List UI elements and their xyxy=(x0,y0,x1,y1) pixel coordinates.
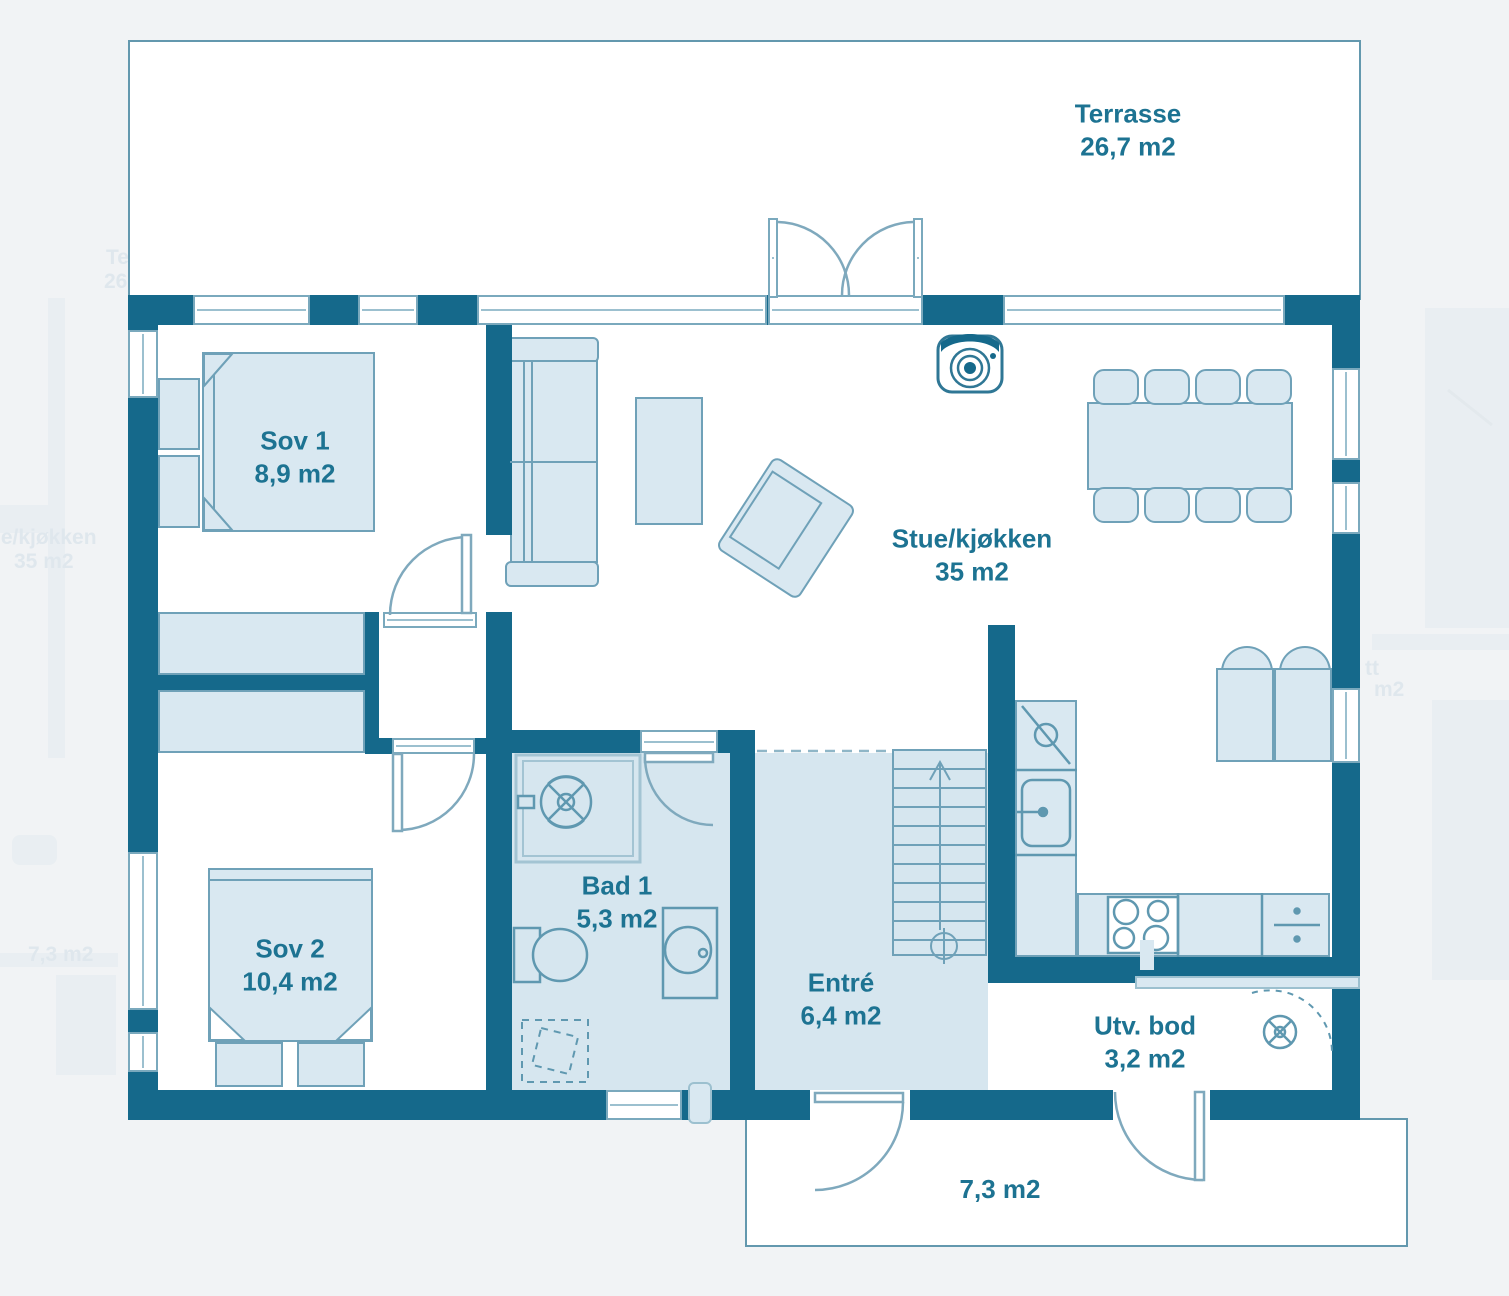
window-sov2-left xyxy=(128,852,158,1010)
ghost-left-porch-area: 7,3 m2 xyxy=(28,943,94,966)
entry-door-opening xyxy=(810,1090,910,1120)
bod-shelf xyxy=(1135,976,1360,989)
window-bad1-bottom xyxy=(606,1090,682,1120)
room-name: Sov 1 xyxy=(260,425,330,456)
label-terrasse: Terrasse 26,7 m2 xyxy=(1075,98,1182,163)
dining-table xyxy=(1087,402,1293,490)
window-dining-top xyxy=(1003,295,1285,325)
room-name: Entré xyxy=(807,967,875,998)
room-area: 6,4 m2 xyxy=(800,1000,882,1030)
room-area: 26,7 m2 xyxy=(1080,131,1176,161)
nightstand-sov1-1 xyxy=(158,378,200,450)
room-name: Utv. bod xyxy=(1093,1010,1197,1041)
label-sov1: Sov 1 8,9 m2 xyxy=(255,425,336,490)
wardrobe-sov1 xyxy=(158,612,365,675)
ghost-right-band xyxy=(1372,634,1509,650)
ghost-left-terrasse-2: 26 xyxy=(104,270,128,293)
terrace-area xyxy=(128,40,1361,300)
wall-wardrobe-right xyxy=(365,612,379,753)
terrace-french-door-right-leaf xyxy=(913,218,923,298)
room-area: 5,3 m2 xyxy=(576,903,658,933)
armchair-right-1-body xyxy=(1216,668,1274,762)
kitchen-counter-left xyxy=(1015,700,1077,957)
window-stue-right-3 xyxy=(1332,688,1360,763)
room-name: Terrasse xyxy=(1074,98,1182,129)
wall-bad-top-left xyxy=(512,730,640,753)
wall-sov2-top-left xyxy=(365,738,395,754)
wall-sov2-top-right xyxy=(475,738,512,754)
doorframe-sov2 xyxy=(392,738,475,754)
window-sov2-left-small xyxy=(128,1032,158,1072)
terrace-french-door-left-leaf xyxy=(768,218,778,298)
doorframe-bad1 xyxy=(640,730,718,753)
wall-bad-entre xyxy=(730,730,755,1090)
window-sov1-top-2 xyxy=(358,295,418,325)
ghost-left-block xyxy=(56,975,116,1075)
window-stue-right-2 xyxy=(1332,482,1360,534)
pillow-sov2-2 xyxy=(297,1042,365,1087)
sofa-body xyxy=(510,360,598,563)
label-sov2: Sov 2 10,4 m2 xyxy=(242,933,337,998)
window-stue-top xyxy=(477,295,767,325)
label-stue-kjokken: Stue/kjøkken 35 m2 xyxy=(892,523,1052,588)
ghost-left-terrasse-1: Te xyxy=(106,246,129,269)
wall-sov1-right-upper xyxy=(486,325,512,535)
ghost-left-stove xyxy=(12,835,57,865)
ghost-left-counter xyxy=(0,505,52,533)
wardrobe-sov2 xyxy=(158,690,365,753)
kitchen-counter-bottom xyxy=(1077,893,1330,957)
wall-entre-kitchen xyxy=(988,625,1015,975)
porch-area xyxy=(745,1118,1408,1247)
post-bottom xyxy=(688,1082,712,1124)
label-utv-bod: Utv. bod 3,2 m2 xyxy=(1094,1010,1196,1075)
room-name: Stue/kjøkken xyxy=(891,523,1053,554)
ghost-left-wall xyxy=(48,298,65,758)
nightstand-sov1-2 xyxy=(158,455,200,528)
room-area: 35 m2 xyxy=(935,556,1009,586)
room-area: 8,9 m2 xyxy=(254,458,336,488)
coffee-table xyxy=(635,397,703,525)
ghost-left-room-label: ue/kjøkken xyxy=(0,526,97,549)
room-area: 3,2 m2 xyxy=(1104,1043,1186,1073)
wall-bad-left xyxy=(486,612,512,1090)
doorframe-sov1 xyxy=(383,612,477,628)
ghost-right-label-1: tt xyxy=(1365,657,1379,680)
floor-entre xyxy=(755,753,988,1090)
ghost-right-block-1 xyxy=(1425,308,1509,628)
terrace-door-sill xyxy=(768,295,923,325)
wall-wardrobe-divider xyxy=(158,675,365,690)
room-area: 10,4 m2 xyxy=(242,966,338,996)
label-bad1: Bad 1 5,3 m2 xyxy=(577,870,658,935)
label-entre: Entré 6,4 m2 xyxy=(801,967,882,1032)
room-area: 7,3 m2 xyxy=(959,1173,1041,1204)
window-stue-right-1 xyxy=(1332,368,1360,460)
room-name: Bad 1 xyxy=(581,870,653,901)
label-porch: 7,3 m2 xyxy=(960,1173,1041,1206)
window-sov1-top-1 xyxy=(193,295,310,325)
armchair-right-2-body xyxy=(1274,668,1332,762)
sofa-armrest-bottom xyxy=(505,561,599,587)
ghost-left-band xyxy=(0,953,118,967)
room-name: Sov 2 xyxy=(255,933,325,964)
ghost-left-room-area: 35 m2 xyxy=(14,550,74,573)
bod-door-opening xyxy=(1113,1090,1210,1120)
ghost-right-label-2: m2 xyxy=(1374,678,1405,701)
window-sov1-left xyxy=(128,330,158,398)
ghost-right-block-2 xyxy=(1432,700,1509,980)
pillow-sov2-1 xyxy=(215,1042,283,1087)
